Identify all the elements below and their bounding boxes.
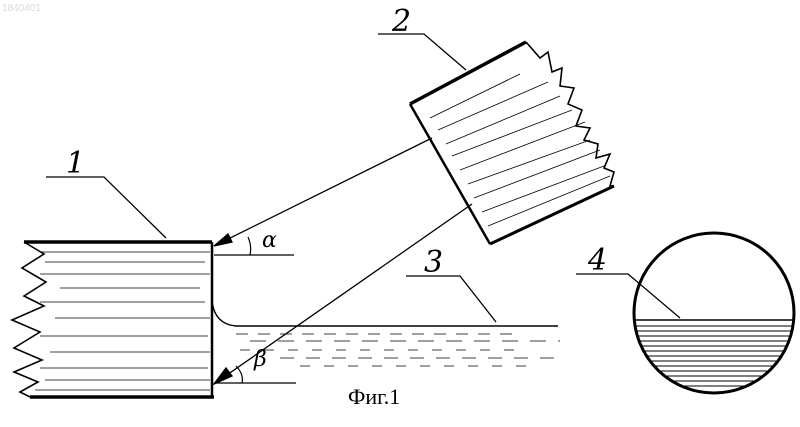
label-part-3: 3 <box>424 245 443 280</box>
label-part-4: 4 <box>587 243 607 278</box>
left-block-hatching <box>35 252 210 390</box>
leader-line-4 <box>576 274 680 318</box>
incident-beam-upper <box>214 138 432 246</box>
watermark-id: 1840401 <box>2 3 41 14</box>
figure-caption: Фиг.1 <box>348 384 400 409</box>
leader-line-1 <box>46 177 166 238</box>
leader-line-2 <box>378 34 466 70</box>
label-part-2: 2 <box>391 4 411 39</box>
left-block <box>12 242 214 397</box>
leader-line-3 <box>406 276 496 322</box>
angle-beta-label: β <box>253 347 267 372</box>
liquid-circle <box>634 233 794 393</box>
label-part-1: 1 <box>66 146 85 181</box>
leader-lines <box>46 34 680 322</box>
incident-beam-lower <box>214 204 472 384</box>
right-block-hatching <box>430 74 610 226</box>
angle-alpha-label: α <box>262 228 277 253</box>
liquid-circle-hatching <box>634 320 794 386</box>
alpha-arc <box>248 237 251 255</box>
right-block <box>410 42 614 244</box>
